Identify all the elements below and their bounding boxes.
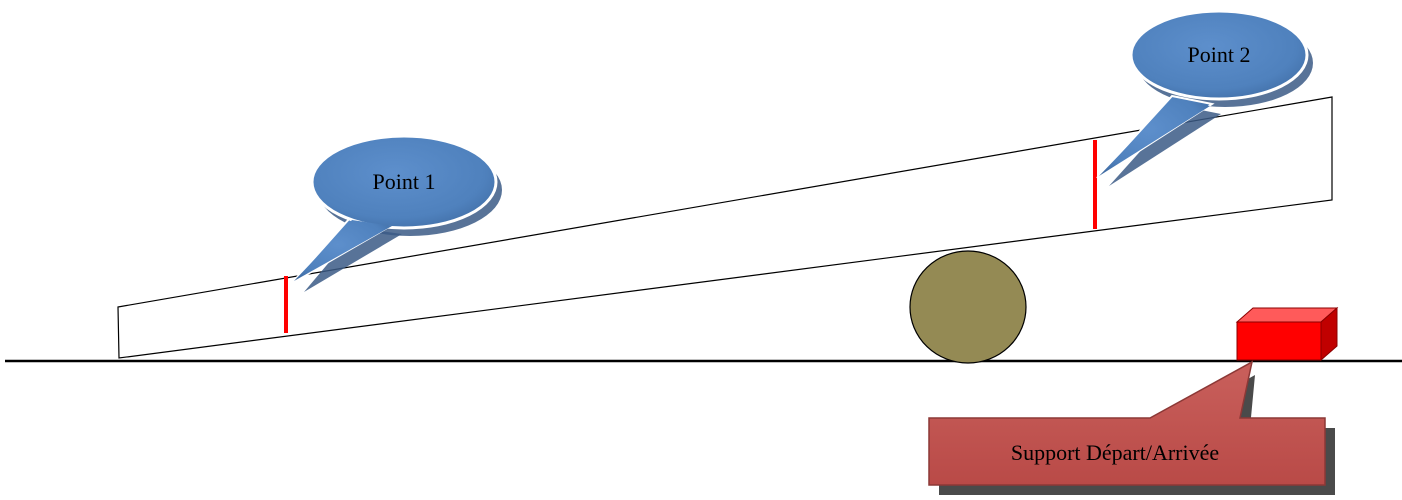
callout-point-2: Point 2 — [1096, 9, 1313, 186]
ramp-board — [117, 96, 1333, 359]
callout-point-1-label: Point 1 — [373, 169, 436, 194]
support-callout-label: Support Départ/Arrivée — [1011, 440, 1219, 465]
support-block — [1235, 306, 1339, 362]
roller-ball — [909, 250, 1027, 364]
support-callout: Support Départ/Arrivée — [928, 360, 1335, 495]
callout-point-1: Point 1 — [291, 134, 502, 292]
callout-point-2-label: Point 2 — [1188, 42, 1251, 67]
